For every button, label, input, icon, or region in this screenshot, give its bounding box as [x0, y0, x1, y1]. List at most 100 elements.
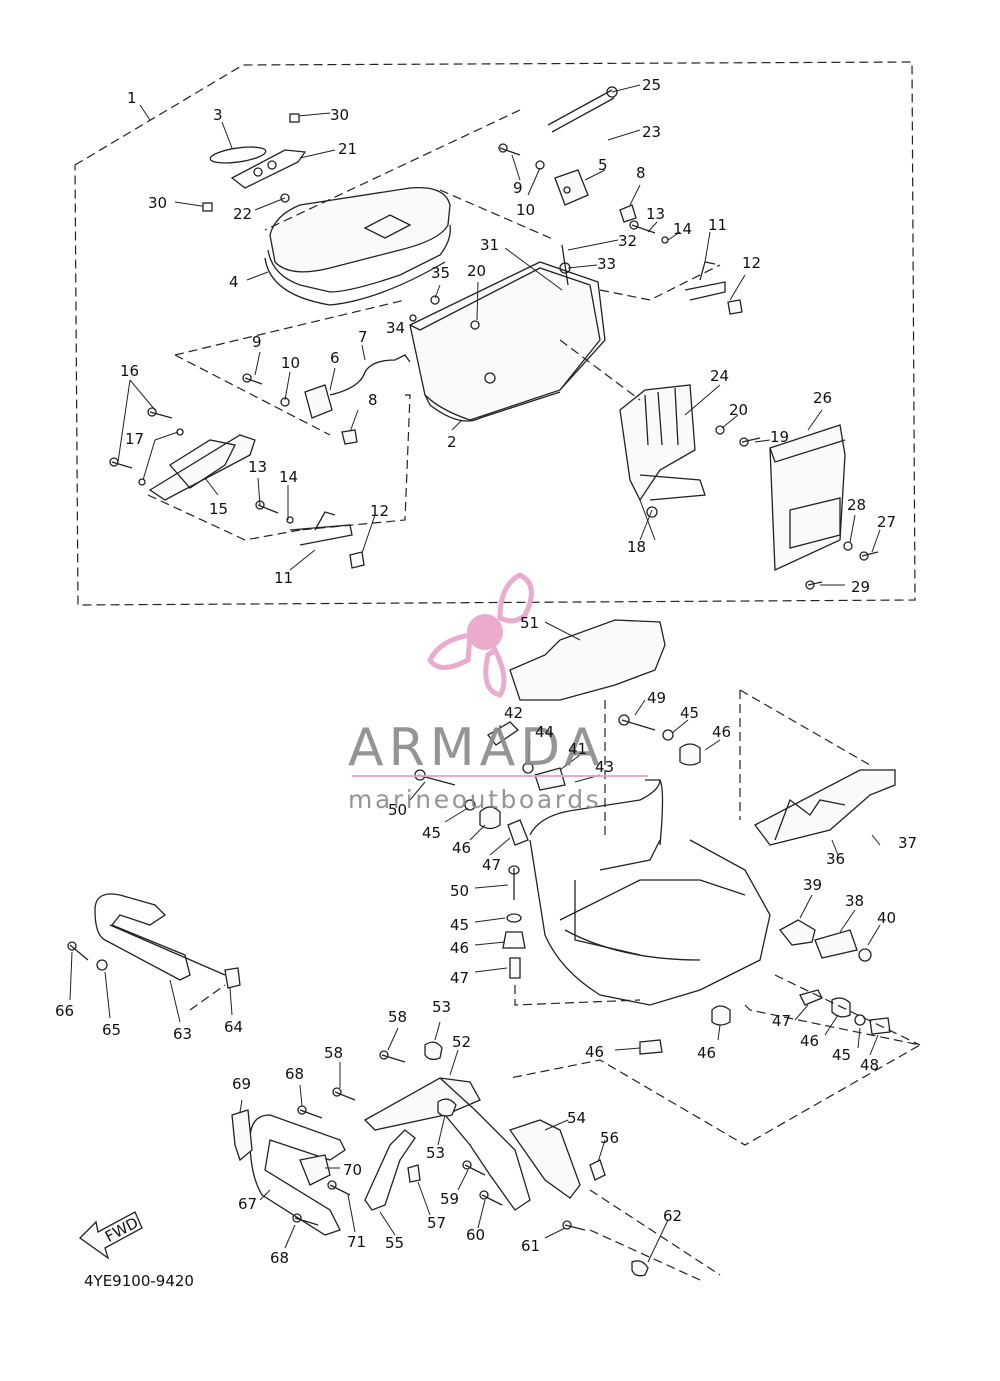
label-47-left: 47: [450, 969, 469, 987]
label-42: 42: [504, 704, 523, 722]
label-47-right: 47: [772, 1012, 791, 1030]
pad-part-51: [509, 619, 666, 701]
label-9-mid: 9: [252, 333, 262, 351]
emblem-part-3: [209, 146, 267, 164]
label-12-top: 12: [742, 254, 761, 272]
label-46-right: 46: [800, 1032, 819, 1050]
label-25: 25: [642, 76, 661, 94]
rod-part-11-upper: [684, 261, 726, 301]
label-71: 71: [347, 1233, 366, 1251]
label-46-left: 46: [450, 939, 469, 957]
label-70: 70: [343, 1161, 362, 1179]
label-10-top: 10: [516, 201, 535, 219]
connector-lines-top: [147, 109, 721, 541]
hinge-part-5: [554, 169, 589, 206]
wire-part-7: [329, 354, 411, 396]
label-7: 7: [358, 328, 368, 346]
label-56: 56: [600, 1129, 619, 1147]
connector-36: [739, 689, 871, 820]
saddlebag-body: [529, 779, 771, 1006]
label-67: 67: [238, 1195, 257, 1213]
label-45-mid: 45: [422, 824, 441, 842]
cover-part-26: [769, 424, 846, 571]
label-11-top: 11: [708, 216, 727, 234]
label-58-top: 58: [388, 1008, 407, 1026]
label-10-mid: 10: [281, 354, 300, 372]
label-45-left: 45: [450, 916, 469, 934]
stay-part-55: [364, 1129, 416, 1211]
label-28: 28: [847, 496, 866, 514]
label-31: 31: [480, 236, 499, 254]
label-20-right: 20: [729, 401, 748, 419]
label-26: 26: [813, 389, 832, 407]
label-46-mid: 46: [452, 839, 471, 857]
label-12-bottom: 12: [370, 502, 389, 520]
watermark-tagline: marineoutboards: [348, 785, 601, 814]
propeller-logo-icon: [427, 572, 534, 698]
label-61: 61: [521, 1237, 540, 1255]
label-1: 1: [127, 89, 137, 107]
label-53-bottom: 53: [426, 1144, 445, 1162]
label-46-top: 46: [712, 723, 731, 741]
label-32: 32: [618, 232, 637, 250]
label-11-bottom: 11: [274, 569, 293, 587]
label-65: 65: [102, 1021, 121, 1039]
label-47-mid: 47: [482, 856, 501, 874]
lid-part-4: [264, 186, 451, 306]
label-69: 69: [232, 1075, 251, 1093]
label-46-lower-left: 46: [585, 1043, 604, 1061]
inner-case-part-2: [409, 261, 606, 422]
label-21: 21: [338, 140, 357, 158]
label-54: 54: [567, 1109, 586, 1127]
label-2: 2: [447, 433, 457, 451]
label-51: 51: [520, 614, 539, 632]
diagram-code: 4YE9100-9420: [84, 1272, 194, 1290]
label-68-top: 68: [285, 1065, 304, 1083]
assembly-1-boundary: [74, 61, 916, 606]
latch-part-15: [148, 434, 256, 501]
label-22: 22: [233, 205, 252, 223]
guard-bar-part-63: [94, 893, 226, 981]
label-55: 55: [385, 1234, 404, 1252]
fasteners-lower: [67, 714, 891, 1281]
label-17: 17: [125, 430, 144, 448]
fwd-label: FWD: [102, 1214, 141, 1246]
label-37: 37: [898, 834, 917, 852]
label-50-top: 50: [388, 801, 407, 819]
label-41: 41: [568, 740, 587, 758]
label-30-top: 30: [330, 106, 349, 124]
hinge-part-6: [304, 384, 333, 419]
bracket-part-54: [508, 1119, 581, 1199]
label-8-top: 8: [636, 164, 646, 182]
label-62: 62: [663, 1207, 682, 1225]
label-63: 63: [173, 1025, 192, 1043]
label-68-bottom: 68: [270, 1249, 289, 1267]
bracket-part-36: [754, 769, 896, 846]
label-49: 49: [647, 689, 666, 707]
guard-bar-part-67: [249, 1114, 346, 1236]
label-13-top: 13: [646, 205, 665, 223]
label-24: 24: [710, 367, 729, 385]
label-27: 27: [877, 513, 896, 531]
label-34: 34: [386, 319, 405, 337]
forward-arrow-icon: FWD: [78, 1211, 143, 1260]
label-40: 40: [877, 909, 896, 927]
label-29: 29: [851, 578, 870, 596]
label-33: 33: [597, 255, 616, 273]
label-8-mid: 8: [368, 391, 378, 409]
watermark-underline: [352, 775, 648, 777]
watermark-brand: ARMADA: [348, 718, 605, 778]
label-14-top: 14: [673, 220, 692, 238]
part-labels: 1 2 3 4 5 6 7 8 8 9 9 10 10 11 11 12 12 …: [55, 76, 917, 1267]
label-23: 23: [642, 123, 661, 141]
label-5: 5: [598, 156, 608, 174]
lock-part-24: [619, 384, 706, 502]
label-53-top: 53: [432, 998, 451, 1016]
label-60: 60: [466, 1226, 485, 1244]
watermark: ARMADA marineoutboards: [348, 572, 648, 814]
label-35: 35: [431, 264, 450, 282]
label-46-bottom: 46: [697, 1044, 716, 1062]
emblem-base-part-21: [230, 149, 307, 189]
label-52: 52: [452, 1033, 471, 1051]
